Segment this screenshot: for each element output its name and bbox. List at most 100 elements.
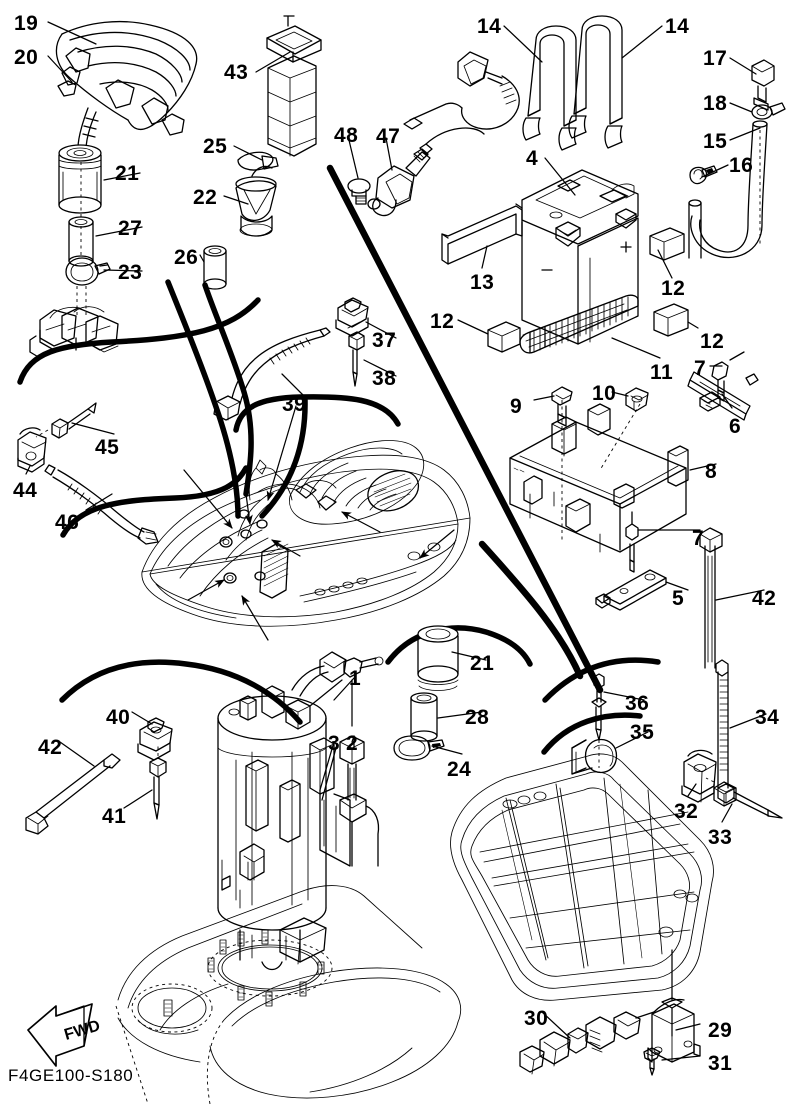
callout-number-27: 27 — [118, 217, 143, 240]
callout-number-45: 45 — [95, 436, 120, 459]
routing-lines — [17, 164, 661, 755]
part-6-hold-down-rod — [687, 371, 759, 421]
part-3-bracket — [309, 737, 351, 867]
part-19-handlebar-cover — [55, 20, 198, 151]
callout-number-38: 38 — [372, 367, 397, 390]
callout-number-43: 43 — [224, 61, 249, 84]
callout-number-24: 24 — [447, 758, 472, 781]
part-40-clip — [137, 717, 173, 761]
callout-number-31: 31 — [708, 1052, 733, 1075]
callout-number-8: 8 — [705, 460, 718, 483]
part-hose-stub — [688, 199, 702, 259]
callout-number-42: 42 — [752, 587, 777, 610]
part-26-sleeve — [203, 245, 227, 290]
callout-number-23: 23 — [118, 261, 143, 284]
part-23-clamp — [65, 257, 111, 286]
part-21-fuel-filter — [58, 144, 102, 214]
part-13-bracket — [441, 203, 523, 265]
callout-number-16: 16 — [729, 154, 754, 177]
callout-number-13: 13 — [470, 271, 495, 294]
part-39-cable-tie — [213, 327, 331, 421]
part-11-battery-mat — [519, 294, 639, 354]
engine-compartment-illustration — [115, 885, 462, 1104]
part-35-hose-clamp — [571, 738, 618, 775]
part-24-clamp — [393, 735, 445, 761]
callout-number-25: 25 — [203, 135, 228, 158]
callout-number-28: 28 — [465, 706, 490, 729]
callout-number-10: 10 — [592, 382, 617, 405]
callout-number-44: 44 — [13, 479, 38, 502]
callout-number-7: 7 — [692, 527, 705, 550]
callout-number-36: 36 — [625, 692, 650, 715]
part-47-sensor — [367, 127, 485, 217]
callout-number-30: 30 — [524, 1007, 549, 1030]
callout-number-14: 14 — [665, 15, 690, 38]
callout-number-15: 15 — [703, 130, 728, 153]
part-33-rivet — [705, 777, 783, 819]
part-31-screw — [643, 1047, 661, 1076]
part-15-vent-hose — [690, 120, 768, 259]
part-14-battery-straps — [522, 15, 623, 151]
callout-number-35: 35 — [630, 721, 655, 744]
callout-number-33: 33 — [708, 826, 733, 849]
part-38-rivet — [348, 331, 365, 387]
callout-number-46: 46 — [55, 511, 80, 534]
fwd-direction-arrow: FWD — [27, 1003, 102, 1067]
part-22-joint — [235, 165, 277, 237]
callout-number-5: 5 — [672, 587, 685, 610]
callout-number-6: 6 — [729, 415, 742, 438]
part-42-tie-right — [699, 527, 723, 669]
callout-number-21: 21 — [470, 652, 495, 675]
callout-number-41: 41 — [102, 805, 127, 828]
callout-number-40: 40 — [106, 706, 131, 729]
part-21-hose-lower — [417, 625, 459, 691]
callout-number-20: 20 — [14, 46, 39, 69]
part-44-clip — [17, 427, 47, 473]
part-18-clamp — [751, 102, 786, 120]
svg-text:FWD: FWD — [62, 1017, 102, 1043]
callout-number-12: 12 — [700, 330, 725, 353]
part-28-sleeve — [410, 692, 438, 742]
callout-number-17: 17 — [703, 47, 728, 70]
callout-number-39: 39 — [282, 393, 307, 416]
callout-number-32: 32 — [674, 800, 699, 823]
callout-number-3: 3 — [328, 732, 341, 755]
part-foam-block — [267, 55, 317, 157]
part-41-rivet — [149, 744, 167, 820]
part-36-screw — [591, 673, 607, 741]
callout-number-14: 14 — [477, 15, 502, 38]
callout-number-12: 12 — [430, 310, 455, 333]
part-43-clamp-frame — [266, 15, 322, 63]
part-8-battery-tray — [509, 400, 689, 553]
callout-number-1: 1 — [349, 667, 362, 690]
part-42-tie-left — [25, 753, 121, 835]
callout-number-29: 29 — [708, 1019, 733, 1042]
callout-number-12: 12 — [661, 277, 686, 300]
leader-lines — [25, 21, 767, 1061]
part-7-bolt-top — [711, 351, 745, 402]
watercraft-illustration — [141, 405, 471, 641]
part-46-cable-tie — [44, 464, 159, 545]
part-2-sensor — [339, 735, 380, 867]
callout-number-48: 48 — [334, 124, 359, 147]
part-32-clip — [681, 749, 717, 803]
callout-number-47: 47 — [376, 125, 401, 148]
part-1-fuel-pump — [217, 651, 384, 971]
callout-number-26: 26 — [174, 246, 199, 269]
callout-number-4: 4 — [526, 147, 539, 170]
callout-number-11: 11 — [650, 361, 674, 384]
electrical-connector-block — [29, 306, 119, 359]
part-29-resistor-box — [647, 997, 701, 1063]
part-16-clamp — [689, 165, 718, 185]
part-27-sleeve — [68, 216, 94, 267]
part-45-rivet — [35, 402, 97, 439]
part-37-clip — [335, 297, 369, 337]
part-34-tie — [713, 659, 737, 807]
part-17-vent-fitting — [751, 59, 775, 111]
callout-number-18: 18 — [703, 92, 728, 115]
part-48-bolt — [347, 178, 371, 205]
battery-lead — [403, 51, 520, 130]
diagram-footer-code: F4GE100-S180 — [8, 1066, 134, 1085]
